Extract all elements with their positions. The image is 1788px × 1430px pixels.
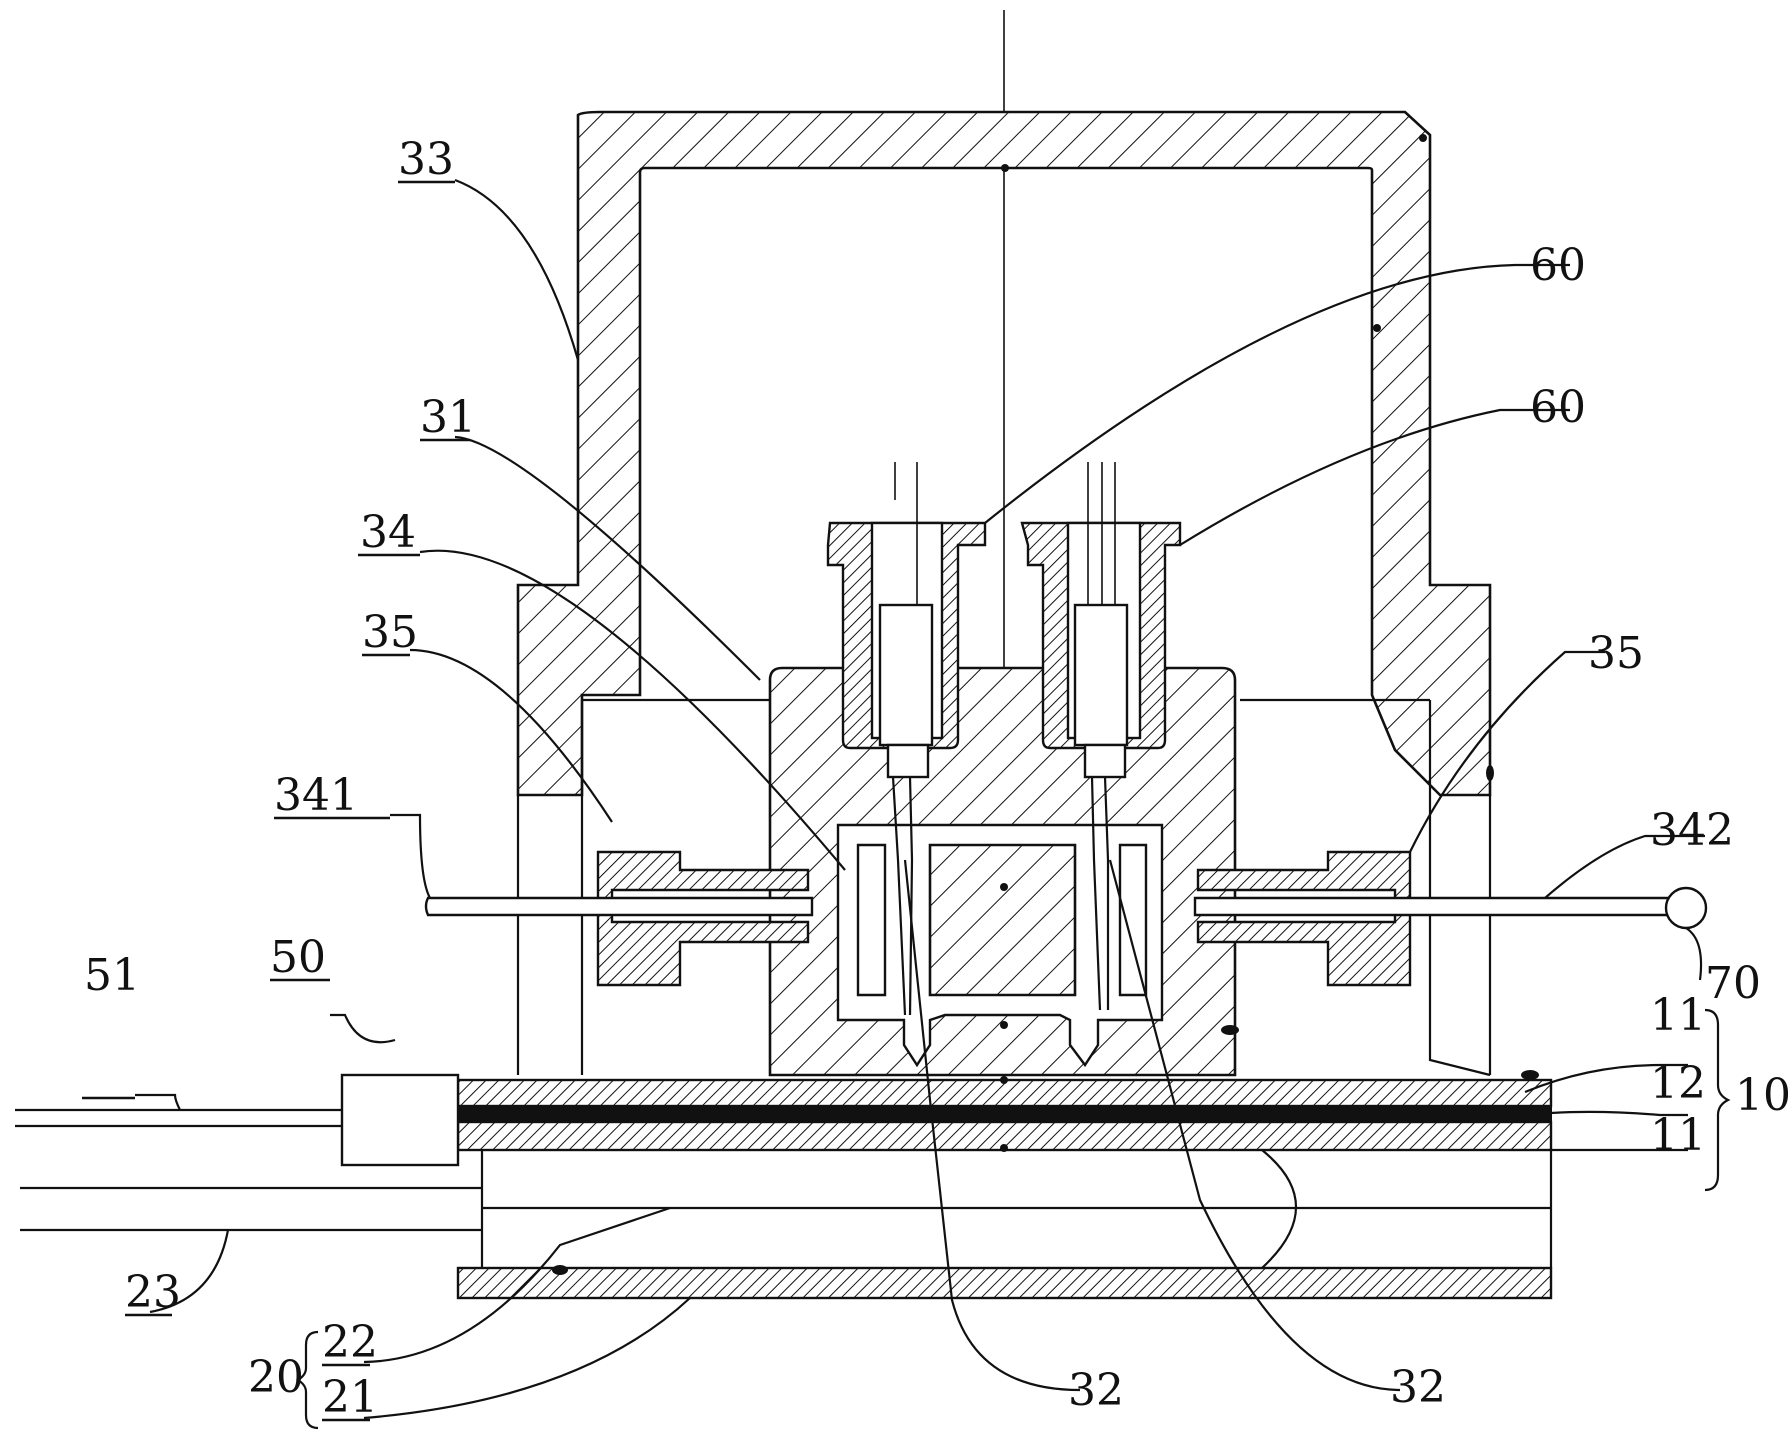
label-underlines (82, 180, 470, 1422)
label-35-right: 35 (1588, 628, 1644, 679)
lead-51 (15, 1108, 342, 1128)
label-32-right: 32 (1390, 1362, 1446, 1413)
label-20: 20 (248, 1352, 304, 1403)
label-50: 50 (270, 932, 326, 983)
label-341: 341 (274, 770, 358, 821)
housing-skirt-right (1428, 700, 1492, 1077)
base-layer-12 (457, 1105, 1552, 1123)
label-31: 31 (420, 392, 476, 443)
label-342: 342 (1650, 805, 1734, 856)
brace-10 (1704, 1008, 1731, 1192)
channel-left (856, 843, 887, 997)
weld-marks (552, 134, 1539, 1275)
label-60-bottom: 60 (1530, 382, 1586, 433)
channel-wall-21 (456, 1266, 1553, 1300)
leader-lines (135, 178, 1705, 1420)
pipe-23 (20, 1186, 482, 1232)
label-51: 51 (84, 950, 140, 1001)
needle-hub-right (1083, 743, 1127, 779)
channel-arc (1261, 1149, 1297, 1269)
label-60-top: 60 (1530, 240, 1586, 291)
connector-50 (340, 1073, 460, 1167)
label-70: 70 (1705, 958, 1761, 1009)
label-11-top: 11 (1650, 990, 1706, 1041)
housing-skirt-left (516, 700, 584, 1075)
tube-341 (424, 896, 814, 917)
gland-nut-right-35 (1196, 850, 1412, 987)
needle-hub-left (886, 743, 930, 779)
label-34: 34 (360, 507, 416, 558)
label-10: 10 (1735, 1070, 1788, 1121)
block-center-core (928, 843, 1077, 997)
channel-right (1118, 843, 1148, 997)
needle-wires (891, 462, 1116, 1016)
needle-holder-right (1073, 603, 1129, 747)
label-12: 12 (1650, 1058, 1706, 1109)
label-22: 22 (322, 1317, 378, 1368)
tube-342 (1193, 896, 1672, 917)
label-32-left: 32 (1068, 1365, 1124, 1416)
gland-nut-left-35 (596, 850, 810, 987)
label-11-bottom: 11 (1650, 1110, 1706, 1161)
outer-cap-33 (516, 110, 1492, 797)
marker-70-circle (1664, 886, 1708, 930)
brace-20 (295, 1330, 319, 1430)
label-35-left: 35 (362, 607, 418, 658)
label-23: 23 (125, 1267, 181, 1318)
needle-holder-left (878, 603, 934, 747)
label-21: 21 (322, 1372, 378, 1423)
label-33: 33 (398, 134, 454, 185)
